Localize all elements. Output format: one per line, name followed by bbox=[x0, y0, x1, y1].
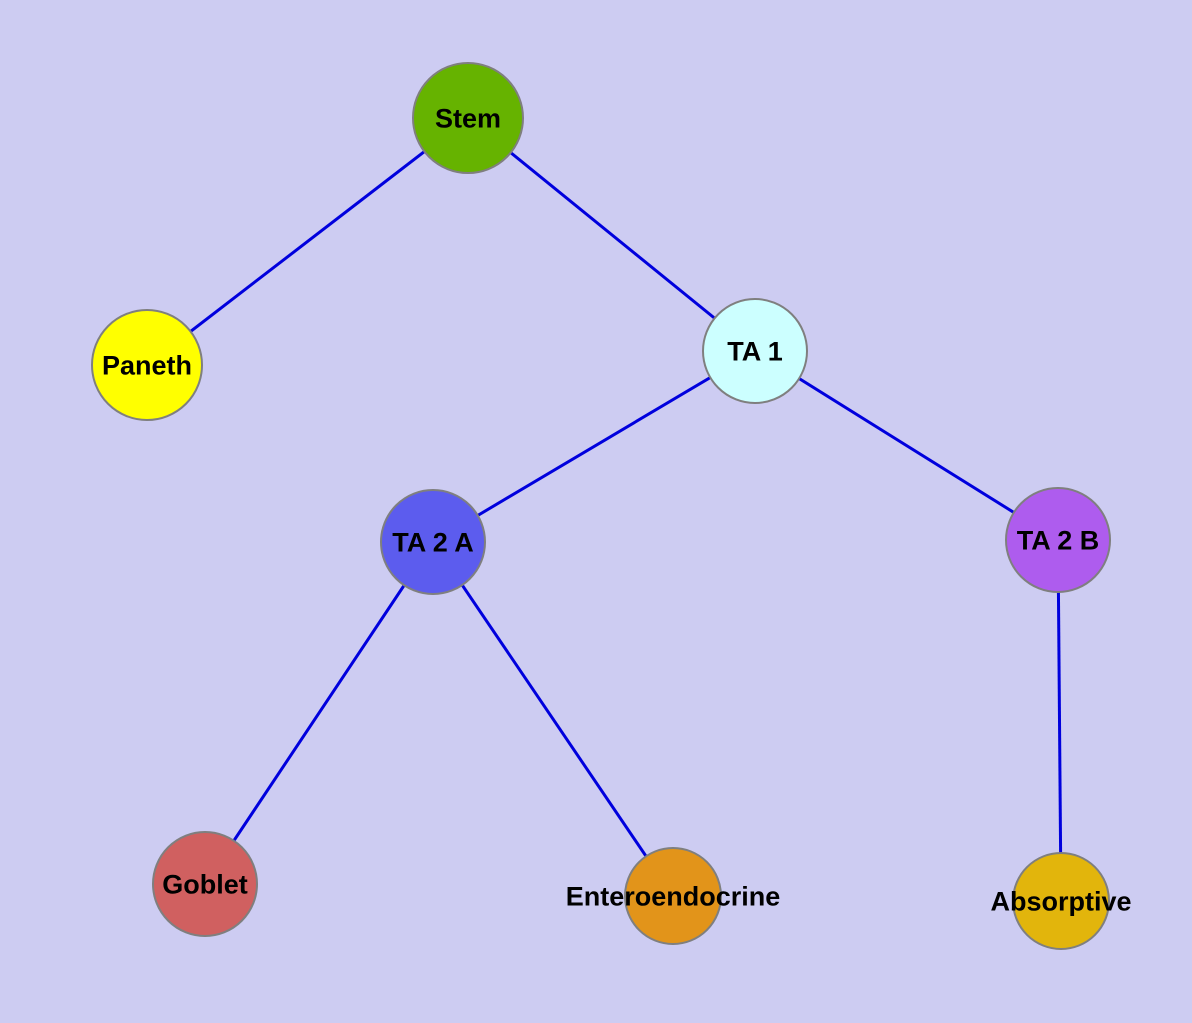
node-paneth[interactable] bbox=[91, 309, 203, 421]
node-ta-2-a[interactable] bbox=[380, 489, 486, 595]
edge-stem-to-paneth bbox=[146, 116, 469, 367]
node-stem[interactable] bbox=[412, 62, 524, 174]
node-enteroendocrine[interactable] bbox=[624, 847, 722, 945]
edge-ta-1-to-ta-2-a bbox=[432, 349, 756, 544]
nodes-layer bbox=[91, 62, 1111, 950]
edge-stem-to-ta-1 bbox=[467, 116, 756, 353]
edge-ta-2-b-to-absorptive bbox=[1056, 539, 1063, 902]
edge-ta-2-a-to-enteroendocrine bbox=[431, 541, 675, 897]
node-ta-2-b[interactable] bbox=[1005, 487, 1111, 593]
node-goblet[interactable] bbox=[152, 831, 258, 937]
edge-ta-1-to-ta-2-b bbox=[754, 349, 1059, 542]
node-absorptive[interactable] bbox=[1012, 852, 1110, 950]
edge-ta-2-a-to-goblet bbox=[203, 541, 435, 885]
edges-layer bbox=[146, 116, 1063, 902]
node-ta-1[interactable] bbox=[702, 298, 808, 404]
